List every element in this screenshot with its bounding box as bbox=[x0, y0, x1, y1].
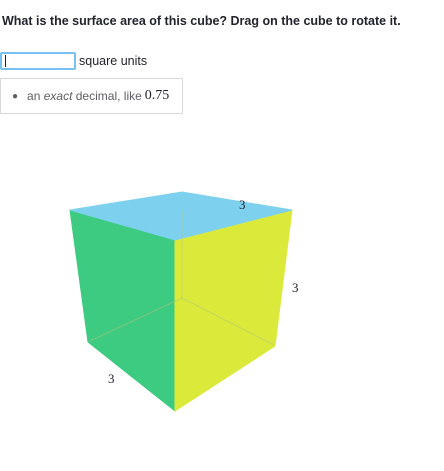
bullet-icon: ● bbox=[12, 90, 19, 102]
answer-row: square units bbox=[0, 52, 147, 70]
question-text: What is the surface area of this cube? D… bbox=[2, 14, 401, 28]
hidden-edge-left-overlay bbox=[89, 297, 183, 342]
text-caret bbox=[5, 55, 6, 67]
hint-example-value: 0.75 bbox=[144, 88, 170, 103]
cube-right-face[interactable] bbox=[174, 209, 293, 412]
answer-format-hint: ● an exact decimal, like 0.75 bbox=[0, 78, 183, 114]
cube-top-face[interactable] bbox=[69, 191, 293, 241]
edge-label-right: 3 bbox=[292, 280, 299, 295]
cube-left-face[interactable] bbox=[69, 209, 176, 413]
hint-prefix: an bbox=[27, 89, 44, 103]
hint-emphasis: exact bbox=[43, 89, 73, 103]
answer-input[interactable] bbox=[0, 52, 76, 70]
hidden-edges-overlay bbox=[89, 210, 275, 346]
edge-label-top: 3 bbox=[239, 197, 246, 212]
hidden-edge-right-overlay bbox=[181, 297, 275, 346]
hint-suffix: decimal, like bbox=[72, 89, 142, 103]
edge-label-left: 3 bbox=[108, 371, 115, 386]
units-label: square units bbox=[79, 54, 148, 68]
